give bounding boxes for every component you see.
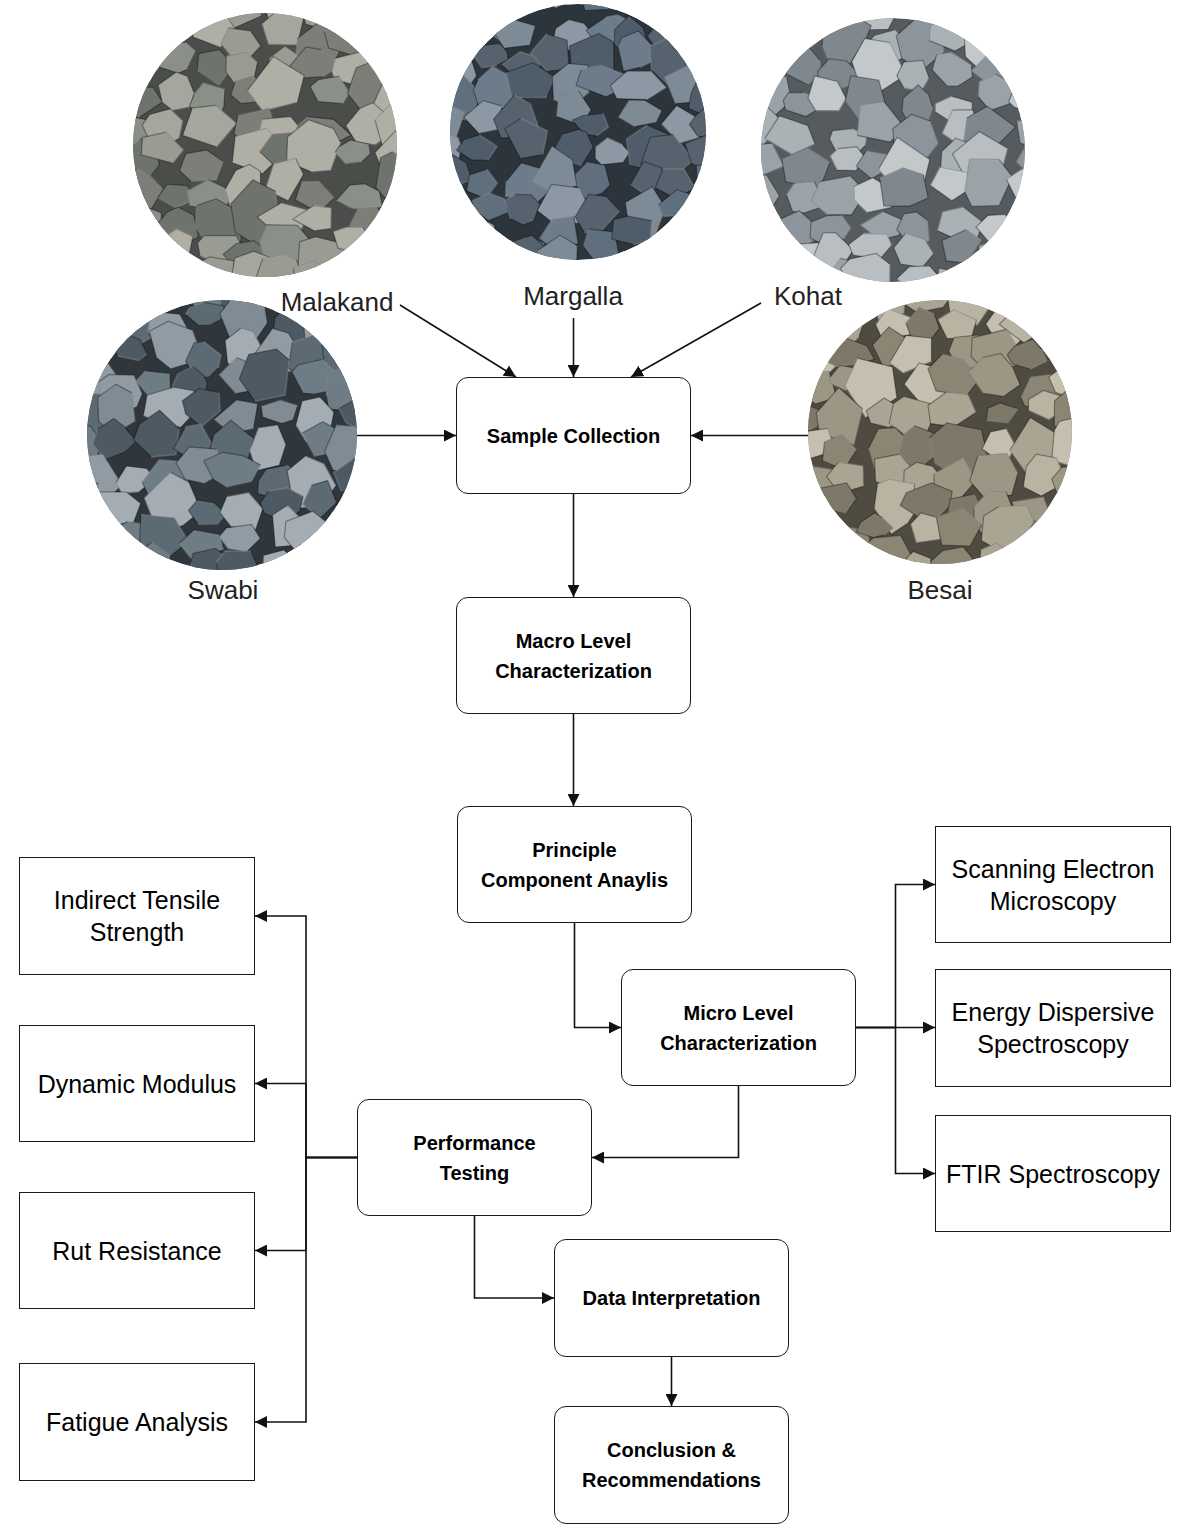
flow-arrow [255,1084,357,1158]
box-text: Data Interpretation [583,1283,761,1313]
test-box: Dynamic Modulus [19,1025,255,1142]
box-text: Macro Level Characterization [477,626,670,686]
aggregate-sample: Swabi [87,300,357,608]
aggregate-photo [443,2,713,318]
location-label: Kohat [774,281,842,311]
aggregate-sample: Besai [808,300,1072,608]
test-box: Scanning Electron Microscopy [935,826,1171,943]
box-text: Principle Component Anaylis [478,835,671,895]
test-box: Fatigue Analysis [19,1363,255,1481]
box-text: FTIR Spectroscopy [946,1158,1160,1190]
box-text: Fatigue Analysis [46,1406,228,1438]
box-text: Performance Testing [378,1128,571,1188]
box-text: Micro Level Characterization [642,998,835,1058]
aggregate-sample: Kohat [761,18,1025,318]
flow-arrow [573,494,575,597]
test-box: Indirect Tensile Strength [19,857,255,975]
flow-arrow [575,923,622,1028]
test-box: FTIR Spectroscopy [935,1115,1171,1232]
aggregate-sample: Malakand [133,13,400,320]
flow-arrow [357,435,456,437]
flow-arrow [691,435,808,437]
box-text: Indirect Tensile Strength [26,884,248,948]
flow-arrow [856,1028,935,1174]
box-text: Dynamic Modulus [38,1068,237,1100]
flow-arrow [255,1158,357,1423]
aggregate-photo [87,300,357,608]
location-label: Swabi [188,575,259,605]
flow-arrow [475,1216,555,1298]
location-label: Malakand [281,287,394,317]
box-text: Sample Collection [487,421,660,451]
flow-arrow [573,714,575,806]
test-box: Energy Dispersive Spectroscopy [935,969,1171,1087]
box-text: Energy Dispersive Spectroscopy [942,996,1164,1060]
test-box: Rut Resistance [19,1192,255,1309]
location-label: Besai [907,575,972,605]
process-box: Data Interpretation [554,1239,789,1357]
aggregate-photo [808,300,1072,608]
aggregate-photo [133,13,400,320]
flow-arrow [573,318,575,377]
flow-arrow [255,916,357,1158]
flow-arrow [400,305,516,377]
process-box: Conclusion & Recommendations [554,1406,789,1524]
box-text: Conclusion & Recommendations [575,1435,768,1495]
flow-arrow [671,1357,673,1406]
process-box: Principle Component Anaylis [457,806,692,923]
aggregate-photo [761,18,1025,318]
flow-arrow [856,885,935,1028]
process-box: Performance Testing [357,1099,592,1216]
process-box: Micro Level Characterization [621,969,856,1086]
aggregate-sample: Margalla [443,2,713,318]
box-text: Rut Resistance [52,1235,222,1267]
flow-arrow [631,303,761,377]
location-label: Margalla [523,281,623,311]
process-box: Macro Level Characterization [456,597,691,714]
process-box: Sample Collection [456,377,691,494]
box-text: Scanning Electron Microscopy [942,853,1164,917]
flow-arrow [592,1086,739,1158]
